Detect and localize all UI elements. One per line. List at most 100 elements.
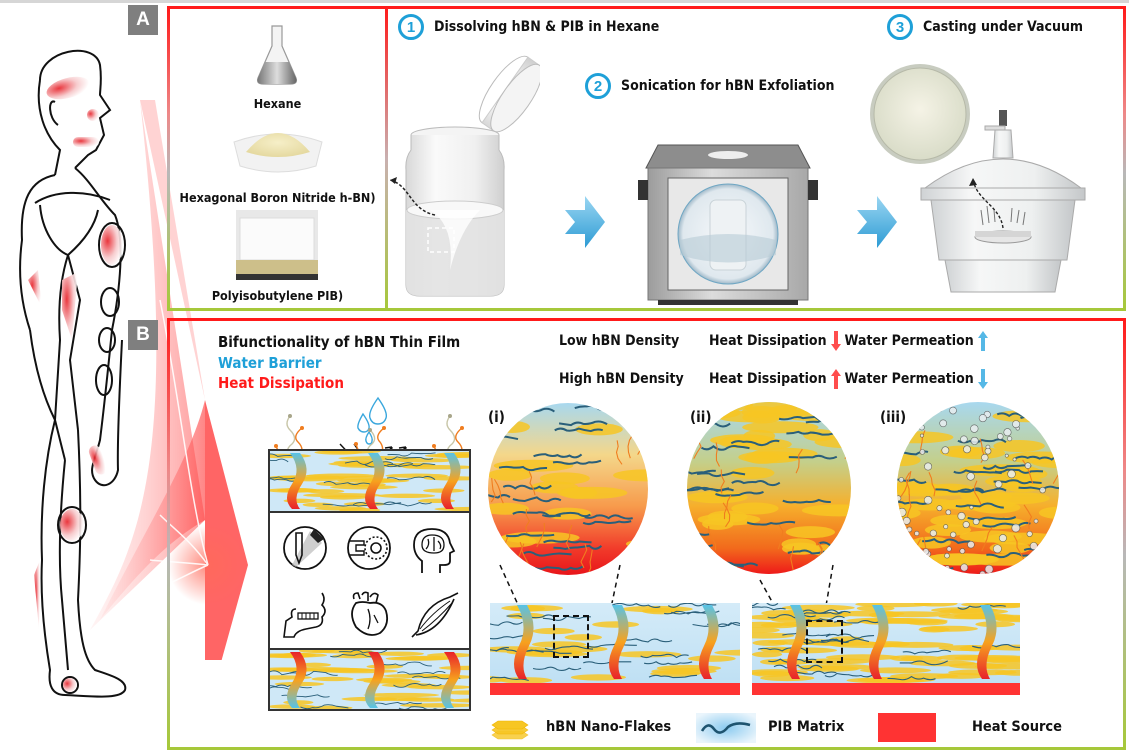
hbn-flake: [321, 451, 381, 454]
blue-arrow-up-icon: [977, 331, 988, 351]
pib-chain: [897, 450, 929, 456]
pib-chain: [887, 675, 936, 681]
density-label: Low hBN Density: [559, 333, 680, 349]
circle-label-ii: (ii): [690, 408, 712, 426]
water-droplet: [944, 552, 950, 559]
pib-chain: [802, 609, 851, 614]
water-droplet: [929, 529, 937, 537]
heat-source-icon: [878, 713, 936, 742]
pib-chain: [752, 603, 779, 607]
pib-chain: [270, 686, 290, 690]
step-3-label: Casting under Vacuum: [923, 19, 1084, 35]
hbn-flake: [688, 655, 736, 662]
pib-matrix-icon: [696, 713, 756, 743]
pib-chain: [553, 544, 603, 550]
pib-chain: [782, 498, 831, 504]
hbn-flake: [564, 634, 602, 641]
water-droplet: [945, 509, 952, 516]
hbn-flake: [298, 662, 332, 668]
water-droplet: [960, 563, 969, 572]
heat-path: [287, 652, 307, 708]
human-body-figure: [0, 40, 170, 752]
heat-chain: [615, 440, 623, 465]
hbn-flake: [993, 440, 1045, 453]
hbn-flake: [906, 619, 948, 626]
water-droplet: [1026, 530, 1033, 537]
pib-chain: [533, 453, 583, 459]
hbn-flake: [913, 603, 958, 607]
material-label-hexane: Hexane: [253, 96, 302, 111]
water-droplet: [963, 445, 971, 454]
heat-chain: [720, 469, 725, 494]
water-droplet: [978, 414, 987, 423]
step-3-number: 3: [887, 14, 913, 40]
pib-chain: [687, 486, 734, 492]
water-effect-label: Water Permeation: [844, 371, 974, 387]
hbn-flake: [560, 486, 598, 499]
pib-chain: [387, 463, 436, 468]
hbn-flake: [923, 553, 997, 566]
water-effect-label: Water Permeation: [844, 333, 974, 349]
hbn-flake: [752, 651, 783, 658]
blue-arrow-down-icon: [977, 369, 988, 389]
step-2-number: 2: [585, 73, 611, 99]
water-droplet: [920, 433, 924, 438]
hbn-flake: [710, 434, 776, 447]
hbn-flake: [872, 611, 951, 618]
step-2-header: 2 Sonication for hBN Exfoliation: [585, 73, 834, 99]
hbn-flake: [911, 536, 951, 549]
heat-chain: [528, 470, 536, 496]
hbn-flake: [329, 484, 398, 490]
process-arrow-2-icon: [857, 196, 897, 248]
zoom-box-high-density: [806, 620, 843, 663]
heat-effect-label: Heat Dissipation: [709, 371, 827, 387]
application-icons-grid: [282, 525, 462, 645]
pib-chain: [982, 464, 1032, 470]
dashed-arrow-to-materials: [385, 165, 445, 225]
red-arrow-down-icon: [830, 331, 841, 351]
water-droplet: [898, 477, 904, 483]
hbn-flake: [375, 651, 424, 656]
neural-probe-icon: [283, 526, 327, 570]
pib-chain: [270, 478, 299, 482]
heat-path: [514, 605, 534, 679]
water-droplet: [943, 524, 949, 530]
water-droplet: [993, 544, 1002, 554]
heat-path: [365, 453, 385, 509]
top-rule: [0, 0, 1129, 3]
water-droplet: [1039, 486, 1046, 494]
water-droplet: [919, 449, 926, 455]
heat-chain: [525, 508, 530, 534]
hbn-flake: [760, 622, 799, 629]
legend-label-heat: Heat Source: [972, 719, 1063, 735]
pib-chain: [786, 430, 835, 436]
water-droplet: [984, 447, 992, 455]
water-droplet: [969, 505, 974, 510]
water-droplet: [1007, 469, 1016, 479]
film-high-density: [752, 603, 1020, 695]
heat-source-bar: [490, 683, 740, 695]
hbn-flake: [761, 610, 802, 617]
water-droplet: [998, 534, 1007, 543]
water-droplet: [950, 531, 957, 538]
desiccator-icon: [915, 110, 1095, 300]
heat-path: [287, 453, 307, 509]
heat-chain: [520, 543, 531, 568]
water-droplet: [897, 495, 902, 502]
hbn-flakes-icon: [491, 720, 529, 740]
polymer-block-icon: [236, 210, 318, 280]
panel-label-b: B: [128, 320, 158, 350]
density-table: Low hBN Density Heat Dissipation Water P…: [559, 330, 992, 390]
water-droplet: [941, 446, 950, 455]
water-droplet: [979, 570, 986, 574]
pib-chain: [397, 671, 446, 675]
pib-chain: [373, 701, 422, 705]
heat-chain: [536, 522, 546, 548]
pib-chain: [584, 514, 633, 520]
pib-chain: [972, 644, 1020, 649]
water-droplet: [949, 406, 957, 415]
hbn-flake: [302, 502, 334, 507]
pib-chain: [687, 530, 710, 536]
heat-chain: [627, 433, 634, 459]
hbn-flake: [319, 668, 398, 674]
